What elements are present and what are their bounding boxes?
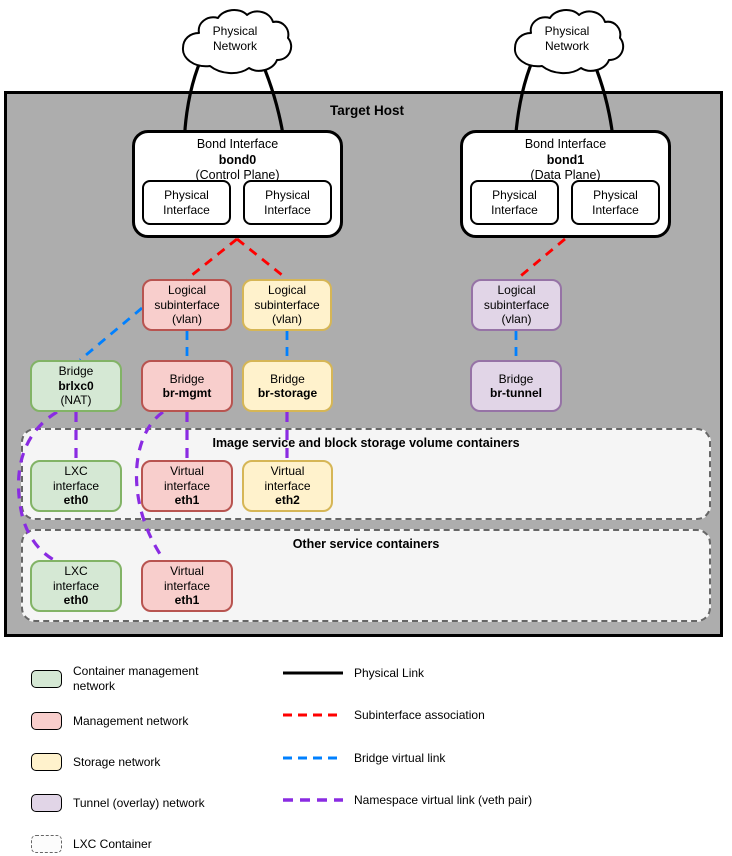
bridge-name: brlxc0 — [58, 378, 94, 393]
legend-row-storage-network: Storage network — [31, 744, 160, 780]
bridge-name: br-mgmt — [162, 386, 212, 400]
physical-interface-label: Physical Interface — [163, 188, 210, 217]
iface-label: Virtual interface — [163, 464, 211, 493]
legend-label: Storage network — [73, 754, 161, 769]
legend-label: Subinterface association — [354, 707, 485, 722]
target-host-title: Target Host — [329, 103, 404, 118]
legend-swatch-dashed — [31, 835, 62, 853]
iface-name: eth2 — [275, 493, 300, 508]
iface-label: Virtual interface — [264, 464, 311, 493]
legend-swatch-green — [31, 670, 62, 688]
other-service-container-box: Other service containers — [21, 529, 711, 622]
bridge-br-storage: Bridge br-storage — [242, 360, 333, 412]
bond1-plane: (Data Plane) — [530, 168, 601, 182]
legend-line-black — [283, 671, 343, 675]
image-service-container-title: Image service and block storage volume c… — [212, 436, 520, 450]
bridge-note: (NAT) — [60, 393, 92, 408]
legend-label: Bridge virtual link — [354, 750, 446, 765]
bond1-physical-interface-1: Physical Interface — [470, 180, 559, 225]
bond1-physical-interface-2: Physical Interface — [571, 180, 660, 225]
legend-row-container-mgmt-network: Container management network — [31, 661, 198, 697]
subinterface-label: Logical subinterface (vlan) — [254, 283, 320, 327]
iface-label: LXC interface — [52, 464, 100, 493]
image-container-eth1: Virtual interface eth1 — [141, 460, 233, 512]
subinterface-label: Logical subinterface (vlan) — [483, 283, 550, 327]
subinterface-mgmt: Logical subinterface (vlan) — [142, 279, 232, 331]
legend-swatch-red — [31, 712, 62, 730]
other-service-container-title: Other service containers — [292, 537, 440, 551]
bond1-label: Bond Interface — [524, 137, 607, 151]
iface-name: eth0 — [63, 493, 89, 508]
bridge-label: Bridge — [498, 371, 534, 386]
other-container-eth1: Virtual interface eth1 — [141, 560, 233, 612]
bridge-brlxc0: Bridge brlxc0 (NAT) — [30, 360, 122, 412]
physical-interface-label: Physical Interface — [264, 188, 311, 217]
iface-name: eth1 — [174, 493, 200, 508]
other-container-eth0: LXC interface eth0 — [30, 560, 122, 612]
bridge-name: br-storage — [257, 386, 318, 400]
legend-swatch-yellow — [31, 753, 62, 771]
cloud-label-right: Physical Network — [512, 24, 622, 53]
legend-label: Container management network — [73, 664, 199, 693]
subinterface-label: Logical subinterface (vlan) — [154, 283, 220, 327]
bond0-label: Bond Interface — [196, 137, 279, 151]
physical-interface-label: Physical Interface — [491, 188, 538, 217]
legend-row-tunnel-network: Tunnel (overlay) network — [31, 785, 205, 821]
legend-label: Physical Link — [354, 665, 425, 680]
legend-row-physical-link: Physical Link — [283, 663, 424, 683]
legend-label: Tunnel (overlay) network — [73, 795, 205, 810]
iface-label: Virtual interface — [163, 564, 211, 593]
iface-name: eth0 — [63, 593, 89, 608]
image-container-eth0: LXC interface eth0 — [30, 460, 122, 512]
bond1-name: bond1 — [546, 152, 585, 167]
legend-line-purple-dashed — [283, 798, 343, 802]
legend-row-namespace-virtual-link: Namespace virtual link (veth pair) — [283, 790, 532, 810]
bond0-physical-interface-1: Physical Interface — [142, 180, 231, 225]
cloud-label-left: Physical Network — [180, 24, 290, 53]
bridge-label: Bridge — [270, 371, 305, 386]
legend-line-red-dashed — [283, 713, 343, 717]
cloud-label-text: Physical Network — [544, 24, 590, 53]
subinterface-storage: Logical subinterface (vlan) — [242, 279, 332, 331]
legend-swatch-purple — [31, 794, 62, 812]
legend-line-blue-dashed — [283, 756, 343, 760]
legend-row-subinterface-association: Subinterface association — [283, 705, 485, 725]
bridge-label: Bridge — [58, 364, 94, 379]
legend-label: Namespace virtual link (veth pair) — [354, 792, 533, 807]
iface-label: LXC interface — [52, 564, 100, 593]
bond0-physical-interface-2: Physical Interface — [243, 180, 332, 225]
subinterface-tunnel: Logical subinterface (vlan) — [471, 279, 562, 331]
bridge-br-tunnel: Bridge br-tunnel — [470, 360, 562, 412]
legend-row-management-network: Management network — [31, 703, 188, 739]
bridge-label: Bridge — [169, 371, 205, 386]
legend-label: Management network — [73, 713, 189, 728]
legend-row-bridge-virtual-link: Bridge virtual link — [283, 748, 445, 768]
bridge-br-mgmt: Bridge br-mgmt — [141, 360, 233, 412]
legend-label: LXC Container — [73, 836, 152, 851]
legend-row-lxc-container: LXC Container — [31, 826, 152, 856]
bridge-name: br-tunnel — [490, 386, 542, 400]
image-service-container-box: Image service and block storage volume c… — [21, 428, 711, 520]
physical-interface-label: Physical Interface — [592, 188, 639, 217]
image-container-eth2: Virtual interface eth2 — [242, 460, 333, 512]
iface-name: eth1 — [174, 593, 200, 608]
bond0-name: bond0 — [218, 152, 257, 167]
cloud-label-text: Physical Network — [212, 24, 258, 53]
